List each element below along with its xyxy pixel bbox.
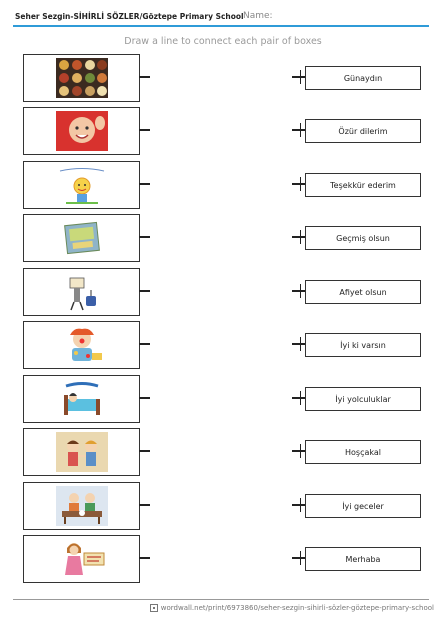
header-divider <box>13 25 429 27</box>
connector-tick-5 <box>300 284 301 298</box>
girl-with-sign-picture <box>55 539 108 579</box>
pair-row-8: Hoşçakal <box>0 428 446 478</box>
right-connector-2 <box>292 129 305 131</box>
dinner-table-picture <box>55 486 108 526</box>
pair-row-2: Özür dilerim <box>0 107 446 157</box>
connector-tick-2 <box>300 123 301 137</box>
picture-box-10[interactable] <box>23 535 140 583</box>
name-label: Name: <box>243 11 273 21</box>
left-connector-9 <box>139 504 150 506</box>
picture-box-6[interactable] <box>23 321 140 369</box>
food-plates-picture <box>55 58 108 98</box>
connector-tick-4 <box>300 230 301 244</box>
picture-box-2[interactable] <box>23 107 140 155</box>
phrase-box-7[interactable]: İyi yolculuklar <box>305 387 421 411</box>
connector-tick-7 <box>300 391 301 405</box>
right-connector-5 <box>292 290 305 292</box>
picture-box-5[interactable] <box>23 268 140 316</box>
phrase-box-1[interactable]: Günaydın <box>305 66 421 90</box>
phrase-box-8[interactable]: Hoşçakal <box>305 440 421 464</box>
pair-row-6: İyi ki varsın <box>0 321 446 371</box>
pair-row-5: Afiyet olsun <box>0 268 446 318</box>
connector-tick-10 <box>300 551 301 565</box>
two-children-picture <box>55 432 108 472</box>
phrase-box-6[interactable]: İyi ki varsın <box>305 333 421 357</box>
picture-box-1[interactable] <box>23 54 140 102</box>
sleeping-in-bed-picture <box>55 379 108 419</box>
phrase-box-10[interactable]: Merhaba <box>305 547 421 571</box>
pair-row-7: İyi yolculuklar <box>0 375 446 425</box>
right-connector-3 <box>292 183 305 185</box>
connector-tick-3 <box>300 177 301 191</box>
picture-box-4[interactable] <box>23 214 140 262</box>
right-connector-10 <box>292 557 305 559</box>
right-connector-4 <box>292 236 305 238</box>
pair-row-9: İyi geceler <box>0 482 446 532</box>
phrase-box-2[interactable]: Özür dilerim <box>305 119 421 143</box>
worksheet-title: Seher Sezgin-SİHİRLİ SÖZLER/Göztepe Prim… <box>15 12 244 21</box>
connector-tick-9 <box>300 498 301 512</box>
connector-tick-1 <box>300 70 301 84</box>
left-connector-10 <box>139 557 150 559</box>
picture-box-9[interactable] <box>23 482 140 530</box>
picture-box-8[interactable] <box>23 428 140 476</box>
smiling-sun-picture <box>55 165 108 205</box>
right-connector-7 <box>292 397 305 399</box>
footer-url[interactable]: wordwall.net/print/6973860/seher-sezgin-… <box>160 604 434 612</box>
pair-row-4: Geçmiş olsun <box>0 214 446 264</box>
left-connector-6 <box>139 343 150 345</box>
connector-tick-8 <box>300 444 301 458</box>
picture-box-3[interactable] <box>23 161 140 209</box>
footer-divider <box>13 599 429 600</box>
phrase-box-9[interactable]: İyi geceler <box>305 494 421 518</box>
left-connector-3 <box>139 183 150 185</box>
traveler-picture <box>55 272 108 312</box>
phrase-box-3[interactable]: Teşekkür ederim <box>305 173 421 197</box>
right-connector-8 <box>292 450 305 452</box>
qr-code-icon <box>149 604 158 612</box>
phrase-box-4[interactable]: Geçmiş olsun <box>305 226 421 250</box>
card-picture <box>55 218 108 258</box>
left-connector-4 <box>139 236 150 238</box>
phrase-box-5[interactable]: Afiyet olsun <box>305 280 421 304</box>
left-connector-8 <box>139 450 150 452</box>
left-connector-1 <box>139 76 150 78</box>
clown-picture <box>55 325 108 365</box>
pair-row-1: Günaydın <box>0 54 446 104</box>
right-connector-1 <box>292 76 305 78</box>
connector-tick-6 <box>300 337 301 351</box>
picture-box-7[interactable] <box>23 375 140 423</box>
left-connector-7 <box>139 397 150 399</box>
pair-row-10: Merhaba <box>0 535 446 585</box>
right-connector-6 <box>292 343 305 345</box>
right-connector-9 <box>292 504 305 506</box>
footer: wordwall.net/print/6973860/seher-sezgin-… <box>149 604 434 612</box>
instruction-text: Draw a line to connect each pair of boxe… <box>124 36 322 47</box>
worksheet-header: Seher Sezgin-SİHİRLİ SÖZLER/Göztepe Prim… <box>13 6 429 27</box>
left-connector-2 <box>139 129 150 131</box>
pair-row-3: Teşekkür ederim <box>0 161 446 211</box>
left-connector-5 <box>139 290 150 292</box>
waving-baby-picture <box>55 111 108 151</box>
